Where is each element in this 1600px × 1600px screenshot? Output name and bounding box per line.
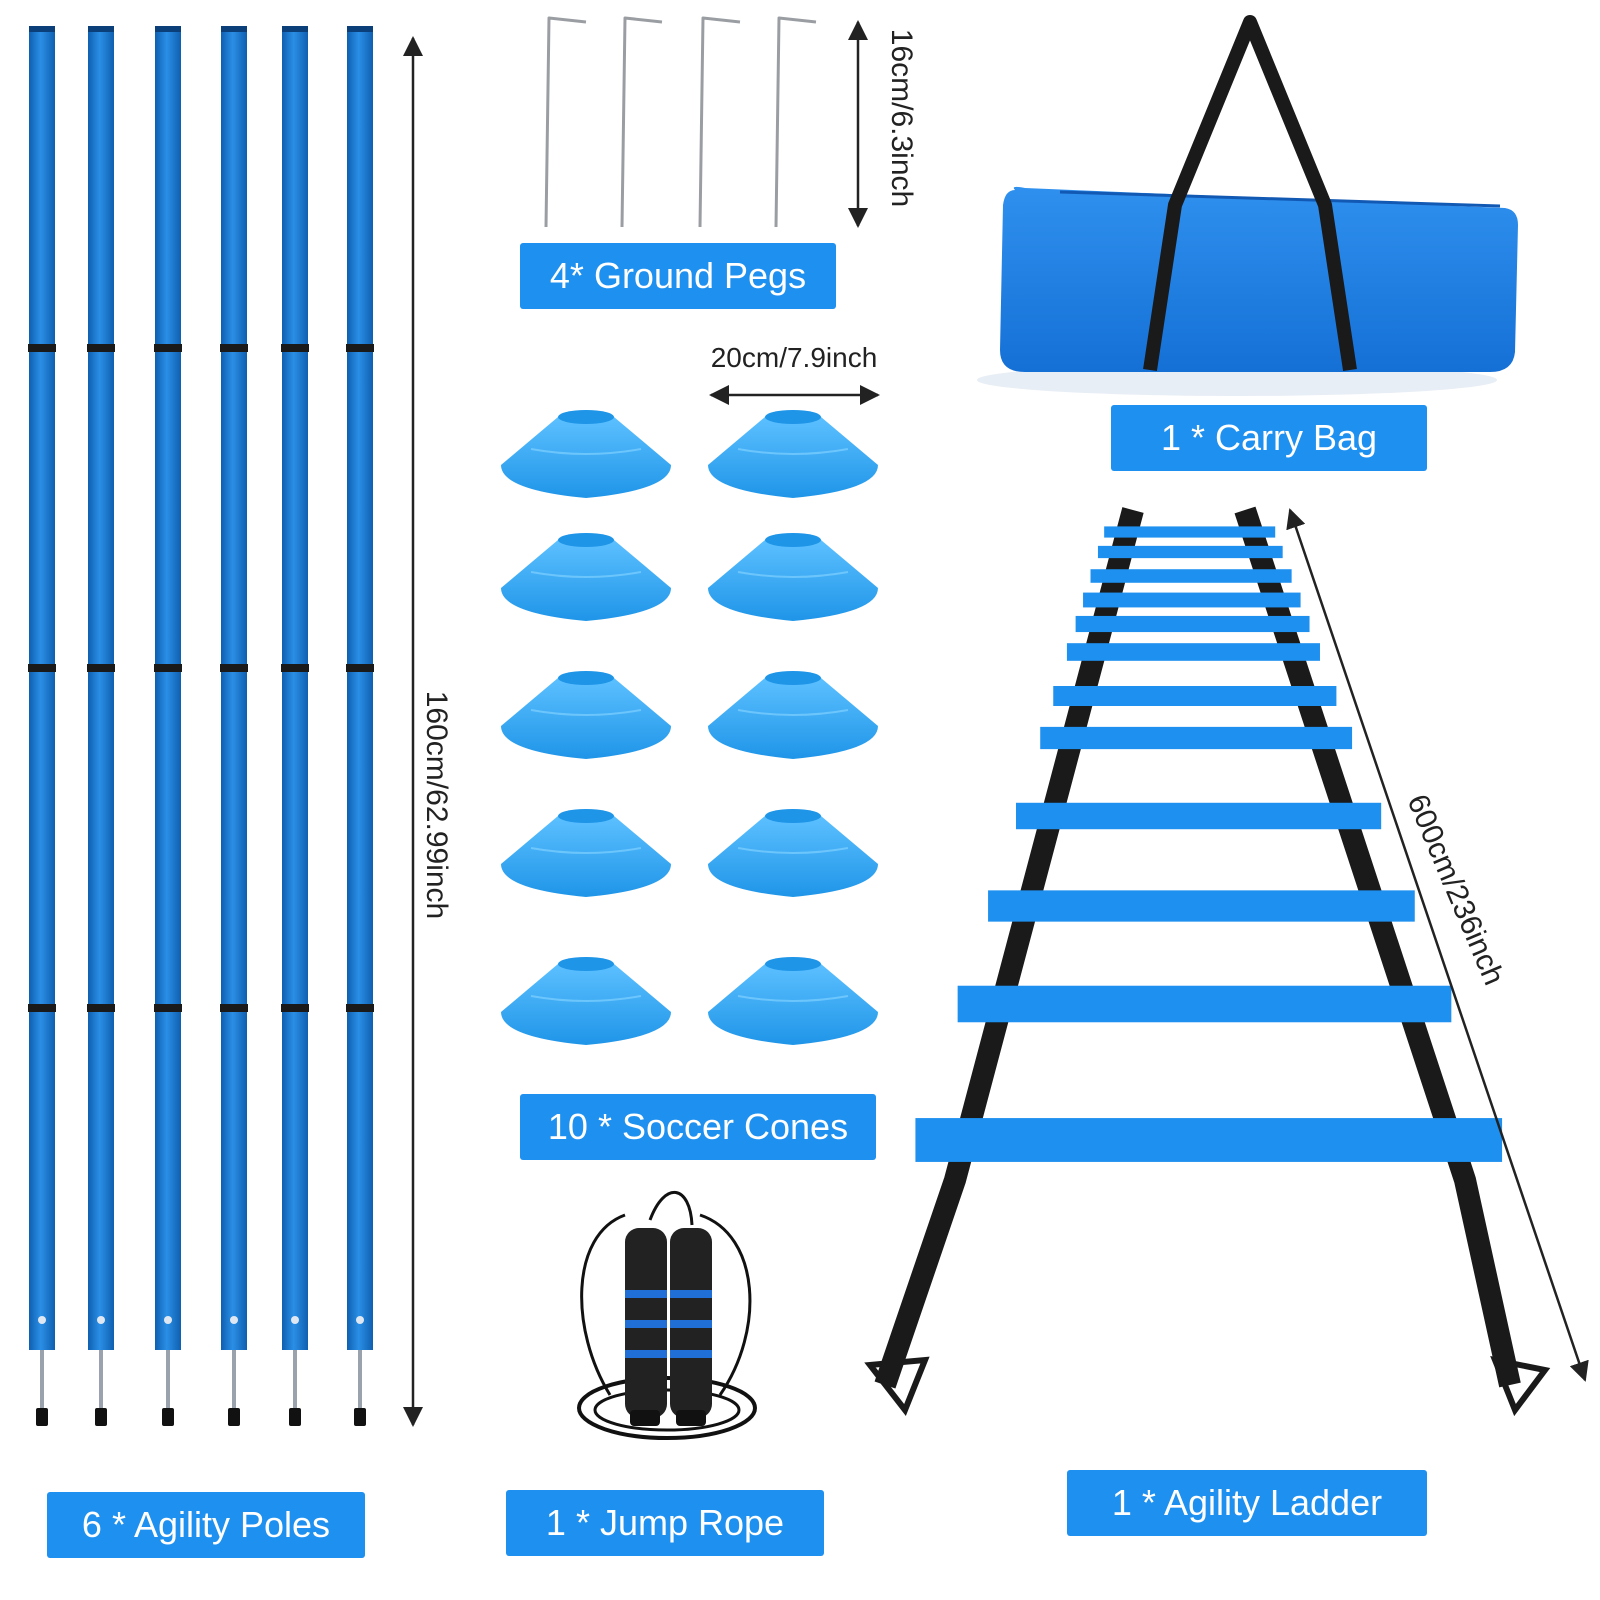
label-jump-rope: 1 * Jump Rope — [506, 1490, 824, 1556]
ground-peg — [544, 16, 587, 228]
ladder-rung — [915, 1118, 1503, 1162]
agility-pole — [154, 26, 182, 1426]
label-soccer-cones: 10 * Soccer Cones — [520, 1094, 876, 1160]
ladder-rung — [1053, 686, 1337, 706]
agility-pole — [281, 26, 309, 1426]
soccer-cone — [501, 671, 671, 759]
rope-handle-right — [670, 1228, 712, 1426]
agility-pole — [346, 26, 374, 1426]
soccer-cone — [708, 410, 878, 498]
carry-bag — [977, 15, 1518, 396]
agility-pole — [87, 26, 115, 1426]
ladder-rung — [988, 890, 1415, 922]
ground-peg — [620, 16, 663, 228]
agility-pole — [28, 26, 56, 1426]
soccer-cone — [501, 957, 671, 1045]
agility-pole — [220, 26, 248, 1426]
ladder-rung — [1075, 615, 1310, 633]
ground-pegs — [544, 16, 817, 228]
ladder-rung — [1097, 545, 1283, 559]
agility-poles — [28, 26, 374, 1426]
ladder-rung — [1066, 643, 1320, 661]
dimension-pegs: 16cm/6.3inch — [885, 28, 918, 208]
ground-peg — [698, 16, 741, 228]
ladder-rung — [957, 985, 1452, 1023]
ground-peg — [774, 16, 817, 228]
soccer-cone — [708, 671, 878, 759]
soccer-cone — [501, 809, 671, 897]
soccer-cone — [708, 957, 878, 1045]
ladder-rung — [1016, 802, 1382, 830]
ladder-rung — [1090, 569, 1292, 583]
ladder-rung — [1040, 726, 1353, 750]
dimension-cones: 20cm/7.9inch — [710, 342, 878, 373]
dimension-poles: 160cm/62.99inch — [420, 690, 453, 920]
ladder-rung — [1104, 526, 1276, 538]
ladder-dimension-arrow — [1286, 508, 1589, 1382]
label-agility-poles: 6 * Agility Poles — [47, 1492, 365, 1558]
soccer-cone — [501, 410, 671, 498]
jump-rope — [577, 1190, 757, 1440]
soccer-cone — [708, 533, 878, 621]
soccer-cones — [501, 410, 878, 1045]
ladder-rung — [1083, 592, 1301, 608]
label-carry-bag: 1 * Carry Bag — [1111, 405, 1427, 471]
soccer-cone — [501, 533, 671, 621]
soccer-cone — [708, 809, 878, 897]
label-agility-ladder: 1 * Agility Ladder — [1067, 1470, 1427, 1536]
rope-handle-left — [625, 1228, 667, 1426]
label-ground-pegs: 4* Ground Pegs — [520, 243, 836, 309]
